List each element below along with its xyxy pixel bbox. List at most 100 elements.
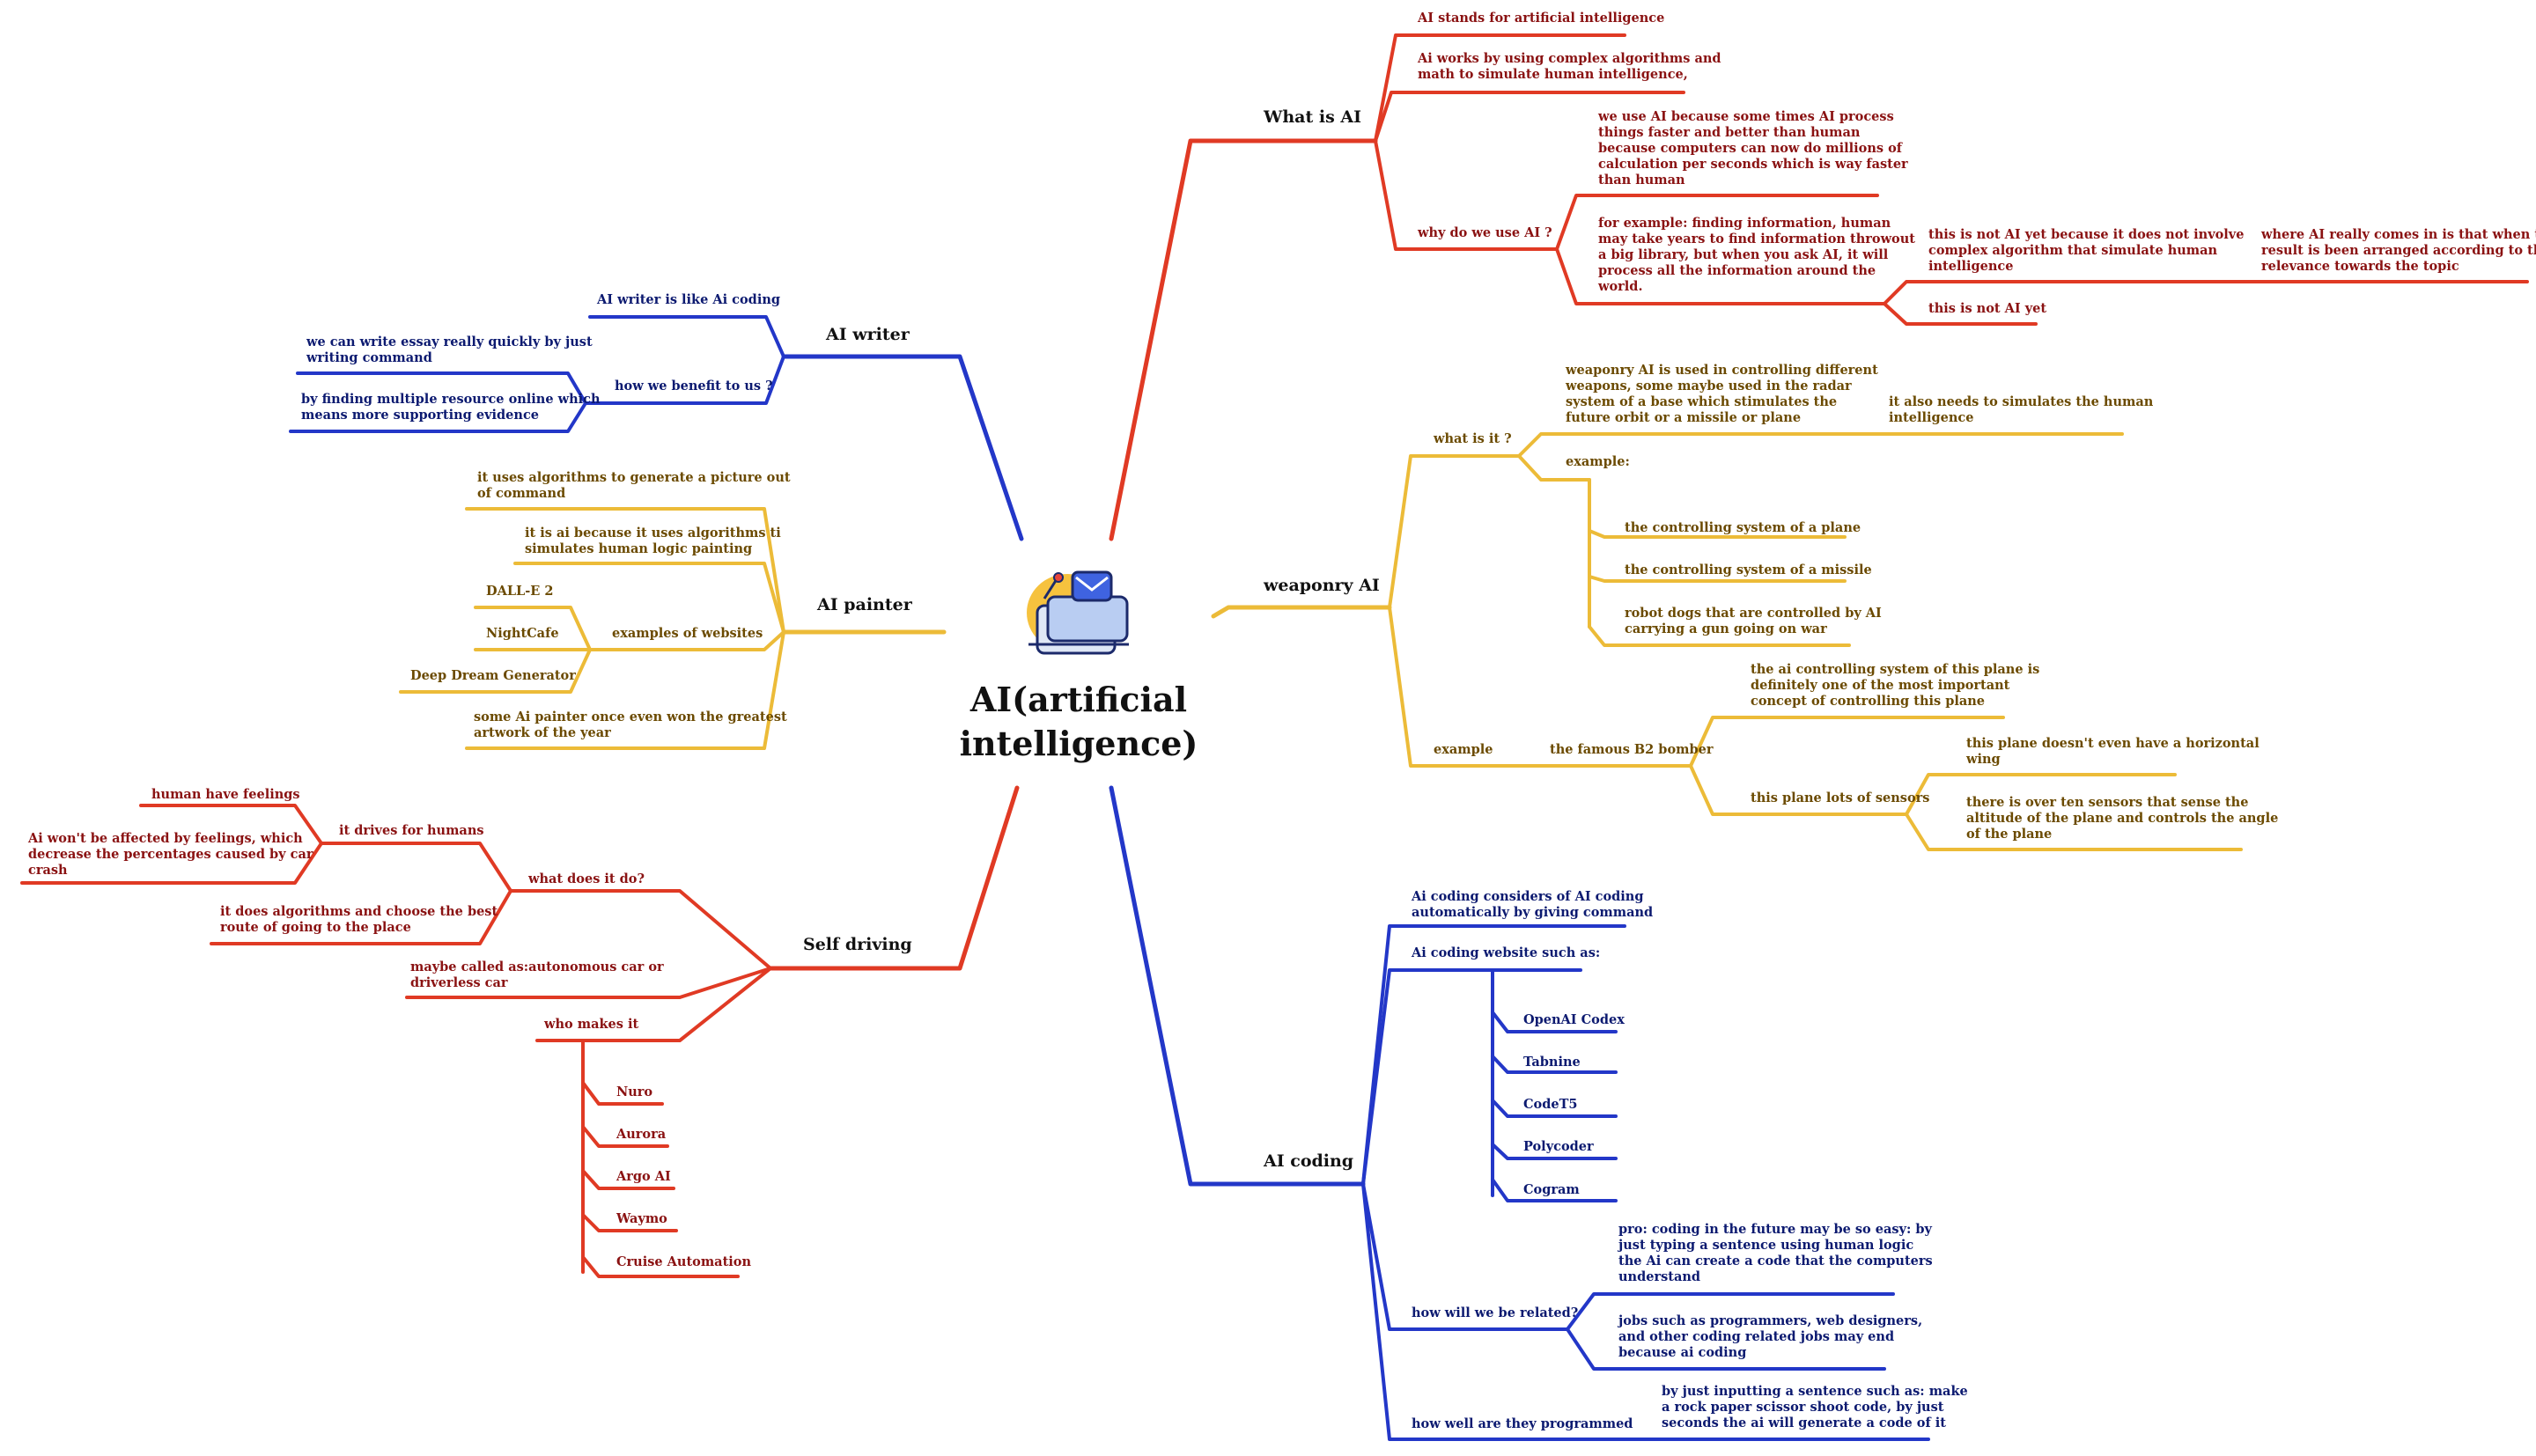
jobs-link — [1566, 1327, 1886, 1371]
essay-link — [296, 371, 587, 405]
writer-benefit-label: how we benefit to us ? — [615, 379, 773, 393]
pro-link — [1566, 1292, 1895, 1331]
coding-jobs: jobs such as programmers, web designers,… — [1618, 1313, 1923, 1360]
writer-like-coding: AI writer is like Ai coding — [597, 292, 781, 307]
not-yet-1-link — [1883, 280, 2529, 305]
algorithms-link — [210, 889, 512, 945]
works-link — [1374, 91, 1685, 143]
coding-site-2: Tabnine — [1523, 1055, 1581, 1070]
ai-works: Ai works by using complex algorithms and… — [1418, 51, 1721, 82]
driving-what-does: what does it do? — [528, 871, 645, 886]
considers-link — [1361, 924, 1626, 1186]
example-link — [1555, 247, 1886, 305]
weaponry-example2-label: example — [1434, 742, 1493, 757]
coding-trunk — [1109, 785, 1366, 1187]
where-ai-comes-in: where AI really comes in is that when th… — [2261, 227, 2536, 274]
wont-link — [20, 842, 323, 885]
what-does-link — [509, 889, 772, 970]
painter-title: AI painter — [817, 595, 912, 614]
because-link — [1555, 194, 1879, 251]
weaponry-what-is-it: what is it ? — [1434, 431, 1512, 446]
desc-link — [1517, 432, 2124, 458]
painter-uses: it uses algorithms to generate a picture… — [477, 470, 791, 501]
coding-site-3: CodeT5 — [1523, 1097, 1578, 1112]
what-is-ai-branch-lines — [1109, 33, 2529, 541]
driving-feelings: human have feelings — [151, 787, 300, 802]
central-topic: AI(artificial intelligence) — [933, 678, 1224, 766]
over-ten-sensors: there is over ten sensors that sense the… — [1966, 795, 2279, 842]
not-yet-2-link — [1883, 302, 2038, 326]
maker-1: Nuro — [616, 1085, 653, 1099]
finding-link — [289, 401, 587, 433]
ex3-link — [1588, 625, 1851, 647]
coding-inputting: by just inputting a sentence such as: ma… — [1662, 1384, 1968, 1430]
driving-who: who makes it — [544, 1017, 639, 1032]
painter-websites-label: examples of websites — [612, 626, 763, 641]
what-is-it-link — [1388, 454, 1521, 609]
coding-programmed-label: how well are they programmed — [1412, 1416, 1633, 1431]
sensors-link — [1689, 764, 1908, 816]
not-ai-yet-2: this is not AI yet — [1928, 301, 2047, 316]
benefit-link — [584, 355, 785, 405]
example2-link — [1388, 606, 1692, 768]
writer-title: AI writer — [826, 325, 910, 344]
why-link — [1374, 139, 1559, 251]
driving-trunk — [768, 785, 1020, 971]
ex2-link — [1588, 575, 1847, 583]
weaponry-desc: weaponry AI is used in controlling diffe… — [1566, 363, 1878, 425]
not-ai-yet-1: this is not AI yet because it does not i… — [1928, 227, 2245, 274]
feelings-link — [139, 804, 323, 845]
painter-branch-lines — [399, 507, 947, 750]
websites-link-p — [588, 630, 785, 651]
coding-title: AI coding — [1264, 1151, 1354, 1171]
plane-wing: this plane doesn't even have a horizonta… — [1966, 736, 2260, 767]
coding-pro: pro: coding in the future may be so easy… — [1618, 1222, 1933, 1284]
folder-mail-icon — [1027, 570, 1129, 655]
like-link — [588, 315, 785, 358]
websites-link — [1361, 968, 1582, 1186]
weaponry-branch-lines — [1211, 432, 2243, 851]
coding-websites-label: Ai coding website such as: — [1412, 945, 1601, 960]
maker-3: Argo AI — [616, 1169, 671, 1184]
ex1-link — [1588, 529, 1847, 539]
painter-site-1: DALL-E 2 — [486, 584, 554, 599]
uses-link — [465, 507, 785, 634]
coding-related-label: how will we be related? — [1412, 1305, 1579, 1320]
why-use-ai: why do we use AI ? — [1418, 225, 1552, 240]
plane-sensors: this plane lots of sensors — [1751, 791, 1930, 805]
is-ai-link — [513, 562, 785, 634]
writer-essay: we can write essay really quickly by jus… — [306, 335, 593, 365]
maker-5: Cruise Automation — [616, 1254, 751, 1269]
coding-branch-lines — [1109, 785, 1930, 1441]
writer-trunk — [781, 354, 1024, 541]
coding-site-4: Polycoder — [1523, 1139, 1594, 1154]
b2-desc: the ai controlling system of this plane … — [1751, 662, 2040, 709]
painter-site-2: NightCafe — [486, 626, 559, 641]
what-is-ai-trunk — [1109, 138, 1378, 541]
writer-branch-lines — [289, 315, 1024, 541]
what-is-ai-title: What is AI — [1264, 107, 1362, 127]
maker-2: Aurora — [616, 1127, 667, 1142]
won-link — [465, 630, 785, 750]
ai-stands-for: AI stands for artificial intelligence — [1418, 11, 1665, 26]
driving-title: Self driving — [803, 935, 912, 954]
writer-finding: by finding multiple resource online whic… — [301, 392, 601, 423]
weaponry-trunk — [1211, 605, 1392, 619]
weaponry-example-label: example: — [1566, 454, 1630, 469]
over-ten-link — [1905, 813, 2243, 851]
called-link — [405, 967, 772, 999]
coding-site-1: OpenAI Codex — [1523, 1012, 1625, 1027]
maker-4: Waymo — [616, 1211, 667, 1226]
programmed-link — [1361, 1182, 1930, 1441]
b2-desc-link — [1689, 716, 2005, 768]
